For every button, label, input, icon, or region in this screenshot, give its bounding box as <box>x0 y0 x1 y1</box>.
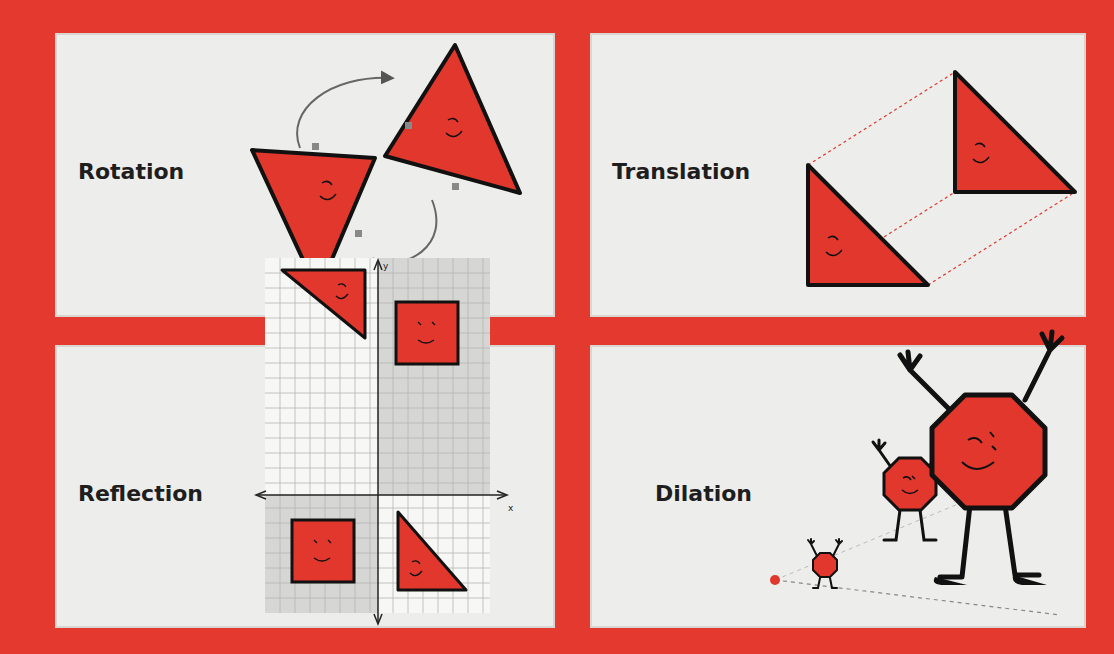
reflection-illustration <box>256 258 507 624</box>
axis-label-holder: y <box>383 254 388 273</box>
axis-label: y <box>383 262 388 271</box>
transformation-name: Dilation <box>655 481 752 507</box>
transformation-name: Translation <box>612 159 750 185</box>
axis-label-holder: x <box>508 496 513 515</box>
transformation-name: Reflection <box>78 481 203 507</box>
axis-label: x <box>508 504 513 513</box>
transformation-name: Rotation <box>78 159 184 185</box>
